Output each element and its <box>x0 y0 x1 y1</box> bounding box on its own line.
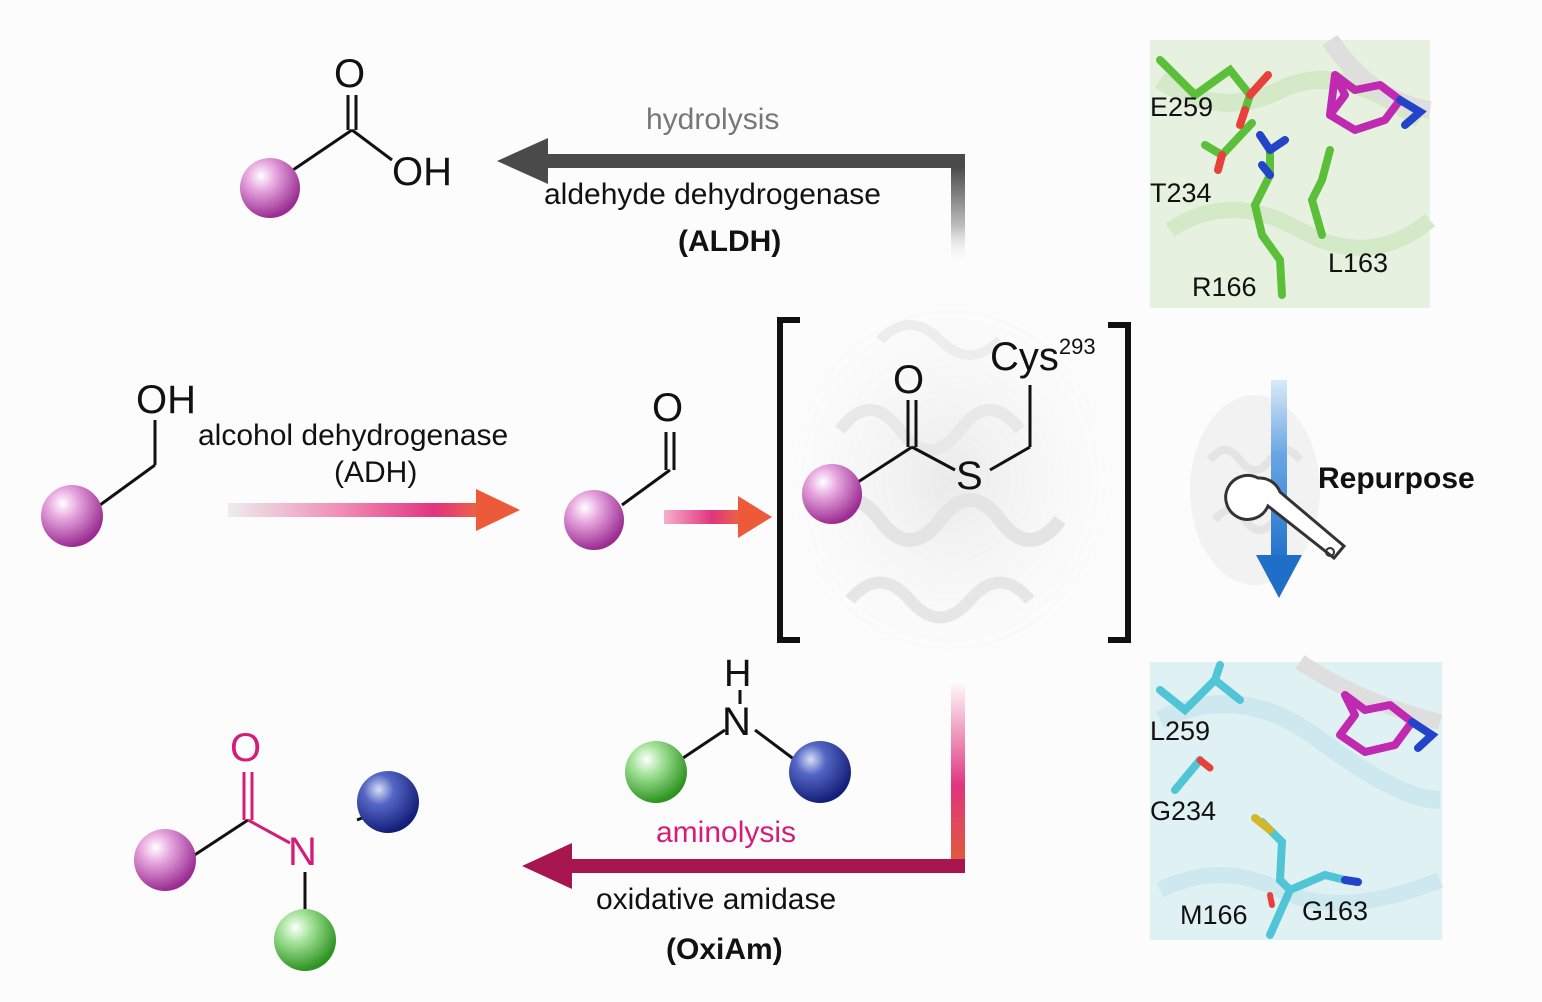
acid-bond-2 <box>351 128 393 162</box>
protein-ribbon-ghost <box>775 290 1125 670</box>
amide-purple-sphere <box>134 829 196 891</box>
adh-arrow-shaft <box>228 503 486 517</box>
amide-blue-sphere <box>357 771 419 833</box>
oxiam-abbr-label: (OxiAm) <box>666 933 783 966</box>
amide-double-bond <box>242 772 254 820</box>
amine-bond-2 <box>754 728 796 762</box>
residue-l259: L259 <box>1150 716 1211 746</box>
adh-enzyme-label: alcohol dehydrogenase <box>198 419 509 452</box>
acid-double-bond <box>346 95 358 130</box>
enter-arrow-head <box>738 496 772 538</box>
amine-blue-sphere <box>789 741 851 803</box>
thioester-bond-1 <box>857 445 913 484</box>
residue-g163: G163 <box>1302 896 1369 926</box>
hydrolysis-label: hydrolysis <box>646 103 780 136</box>
adh-abbr-label: (ADH) <box>334 456 418 489</box>
thioester-sphere <box>802 464 862 524</box>
aldh-abbr-label: (ALDH) <box>678 225 782 258</box>
thioester-bond-3 <box>989 445 1031 472</box>
residue-t234: T234 <box>1150 178 1212 208</box>
thioester-o: O <box>893 358 925 402</box>
wildtype-active-site-panel <box>1150 34 1436 308</box>
amine-green-sphere <box>625 741 687 803</box>
top-vertical-connector <box>951 155 965 265</box>
hydrolysis-arrow-shaft <box>540 154 965 168</box>
repurpose-label: Repurpose <box>1318 462 1475 495</box>
aldehyde-o: O <box>652 386 684 430</box>
aminolysis-label: aminolysis <box>656 816 797 849</box>
aldh-enzyme-label: aldehyde dehydrogenase <box>544 178 881 211</box>
aldehyde-sphere <box>564 490 624 550</box>
alcohol-bond-1 <box>99 463 156 507</box>
thioester-s: S <box>956 454 983 498</box>
repurpose-arrow-shaft <box>1271 380 1287 565</box>
left-bracket <box>777 317 800 643</box>
cys-superscript: 293 <box>1058 334 1096 359</box>
aldehyde-double-bond <box>664 432 676 470</box>
amide-bond-1 <box>189 818 249 860</box>
wrench-icon <box>1224 473 1347 561</box>
acid-carbonyl-o: O <box>334 52 366 96</box>
amide-bond-2 <box>247 818 291 845</box>
bottom-vertical-connector <box>951 680 965 872</box>
amide-n: N <box>288 830 317 874</box>
alcohol-hydroxyl: OH <box>136 378 196 422</box>
aminolysis-arrow-head <box>522 843 572 889</box>
amine-n: N <box>722 700 751 744</box>
aminolysis-arrow-shaft <box>565 859 965 873</box>
residue-l163: L163 <box>1328 248 1389 278</box>
acid-bond-1 <box>289 128 353 174</box>
enter-arrow-shaft <box>664 510 744 524</box>
oxiam-enzyme-label: oxidative amidase <box>596 883 837 916</box>
residue-r166: R166 <box>1192 272 1257 302</box>
acid-hydroxyl: OH <box>392 150 452 194</box>
right-bracket <box>1108 322 1131 643</box>
cys-label: Cys293 <box>990 334 1096 379</box>
amine-h: H <box>724 653 752 695</box>
adh-arrow-head <box>476 489 520 531</box>
acid-sphere <box>240 158 300 218</box>
repurpose-arrow-head <box>1256 555 1302 598</box>
residue-m166: M166 <box>1180 900 1248 930</box>
thioester-bond-2 <box>911 445 956 472</box>
residue-e259: E259 <box>1150 92 1214 122</box>
amine-bond-1 <box>679 728 726 762</box>
amide-green-sphere <box>274 909 336 971</box>
thioester-double-bond <box>906 400 918 447</box>
aldehyde-bond-1 <box>621 468 671 507</box>
amide-o: O <box>230 726 262 770</box>
residue-g234: G234 <box>1150 796 1217 826</box>
alcohol-sphere <box>41 485 103 547</box>
mutant-active-site-panel <box>1150 655 1443 940</box>
hydrolysis-arrow-head <box>497 138 548 184</box>
